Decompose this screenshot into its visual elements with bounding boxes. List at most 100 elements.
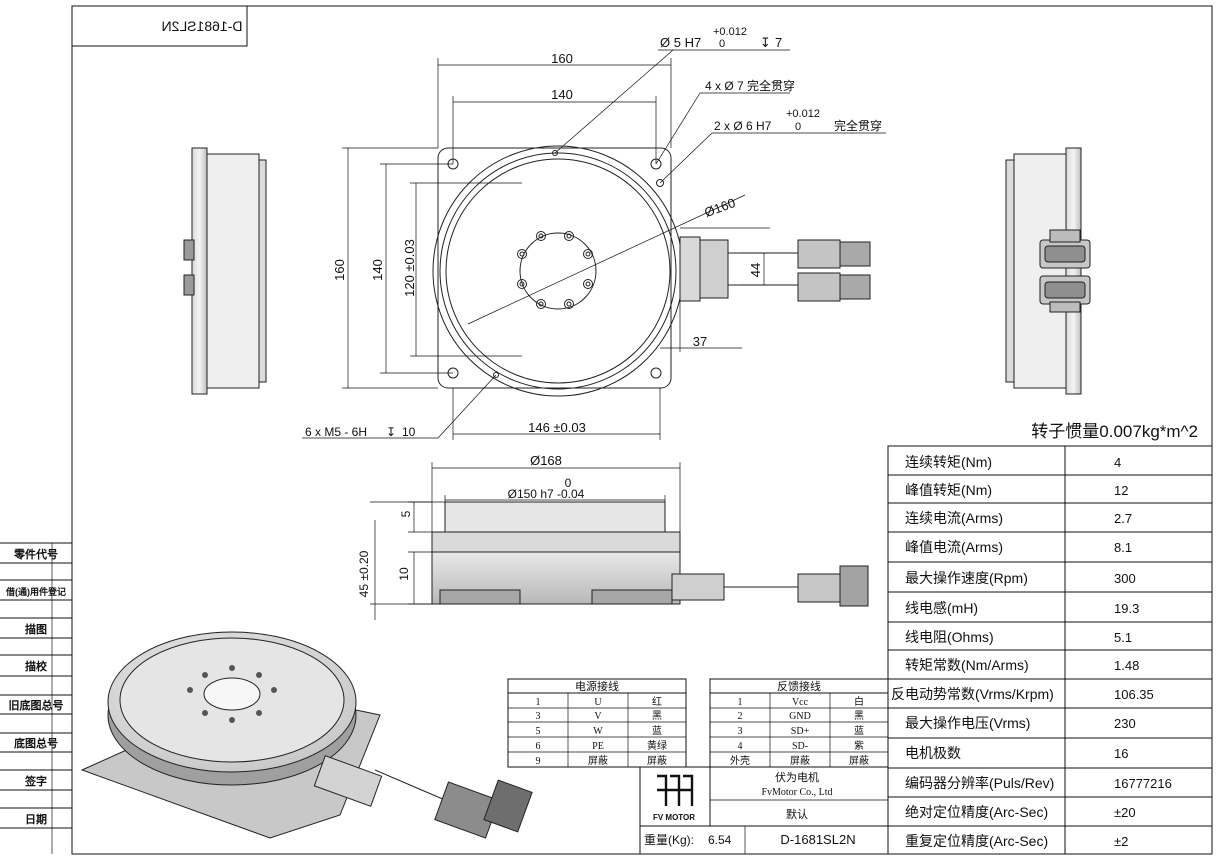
spec-label: 绝对定位精度(Arc-Sec)	[905, 804, 1048, 820]
dim-120: 120 ±0.03	[402, 239, 417, 297]
feedback-color: 紫	[854, 740, 864, 752]
spec-value: 230	[1114, 716, 1136, 731]
spec-table: 连续转矩(Nm) 4 峰值转矩(Nm) 12 连续电流(Arms) 2.7 峰值…	[887, 445, 1213, 855]
callout-dowel-tol-up: +0.012	[786, 108, 820, 120]
depth-symbol: ↧	[760, 35, 771, 50]
part-number: D-1681SL2N	[780, 832, 855, 847]
spec-value: 5.1	[1114, 630, 1132, 645]
fv-motor-logo	[657, 774, 694, 806]
spec-label: 重复定位精度(Arc-Sec)	[905, 833, 1048, 849]
power-signal: W	[593, 726, 603, 737]
tb-signature: 签字	[24, 774, 47, 788]
dim-140-left: 140	[370, 259, 385, 281]
spec-value: 16	[1114, 746, 1128, 761]
power-signal: U	[594, 697, 602, 708]
spec-label: 最大操作电压(Vrms)	[905, 715, 1030, 731]
weight-label: 重量(Kg):	[644, 833, 694, 847]
feedback-color: 白	[854, 695, 864, 708]
callout-pin-hole-tol-low: 0	[719, 38, 725, 50]
spec-value: ±20	[1114, 805, 1136, 820]
spec-label: 峰值转矩(Nm)	[905, 482, 992, 498]
spec-label: 线电感(mH)	[905, 600, 978, 616]
dia-160: Ø160	[702, 195, 737, 220]
callout-thread: 6 x M5 - 6H	[305, 425, 367, 439]
company-title-block: FV MOTOR 伏为电机 FvMotor Co., Ltd 默认 重量(Kg)…	[639, 766, 889, 855]
spec-label: 编码器分辨率(Puls/Rev)	[905, 775, 1054, 791]
tb-old-base-no: 旧底图总号	[9, 698, 64, 712]
thread-depth-symbol: ↧	[386, 425, 396, 439]
spec-label: 最大操作速度(Rpm)	[905, 570, 1028, 586]
power-table-title: 电源接线	[575, 679, 619, 693]
tb-base-no: 底图总号	[14, 736, 58, 750]
spec-label: 连续电流(Arms)	[905, 510, 1003, 526]
tb-part-code: 零件代号	[13, 547, 58, 561]
dim-146: 146 ±0.03	[528, 420, 586, 435]
power-signal: PE	[592, 741, 604, 752]
top-view-dimensions: 160 140 160 140 120 ±0.03 146 ±0.03 44 3…	[302, 26, 886, 440]
spec-label: 线电阻(Ohms)	[905, 629, 994, 645]
dim-140-top: 140	[551, 87, 573, 102]
callout-pin-hole: Ø 5 H7	[660, 35, 701, 50]
dim-37: 37	[693, 334, 707, 349]
weight-value: 6.54	[708, 833, 732, 847]
dia-150: Ø150 h7 -0.04	[508, 487, 585, 501]
feedback-color: 屏蔽	[849, 755, 869, 767]
feedback-signal: SD+	[791, 726, 810, 737]
spec-value: 16777216	[1114, 776, 1172, 791]
top-view	[432, 145, 871, 397]
spec-label: 电机极数	[905, 745, 961, 761]
logo-text: FV MOTOR	[653, 813, 695, 822]
dim-5: 5	[399, 510, 413, 517]
left-title-block: 零件代号 借(通)用件登记 描图 描校 旧底图总号 底图总号 签字 日期	[0, 542, 72, 854]
tb-trace-check: 描校	[25, 659, 48, 673]
default-label: 默认	[786, 808, 808, 821]
mirrored-number-box: D-1681SL2N	[71, 5, 248, 47]
spec-label: 转矩常数(Nm/Arms)	[905, 657, 1029, 673]
spec-value: ±2	[1114, 834, 1128, 849]
spec-value: 106.35	[1114, 687, 1154, 702]
callout-dowel-tol-low: 0	[795, 121, 801, 133]
dia-168: Ø168	[530, 453, 562, 468]
spec-value: 300	[1114, 571, 1136, 586]
feedback-pin: 外壳	[730, 754, 750, 767]
power-signal: V	[594, 711, 602, 722]
spec-value: 12	[1114, 483, 1128, 498]
dim-45: 45 ±0.20	[357, 550, 371, 597]
left-side-view	[183, 147, 267, 395]
dim-160-left: 160	[332, 259, 347, 281]
power-signal: 屏蔽	[588, 755, 608, 767]
feedback-pin: 3	[738, 726, 743, 737]
spec-value: 1.48	[1114, 658, 1139, 673]
power-color: 黑	[652, 710, 662, 722]
spec-label: 连续转矩(Nm)	[905, 454, 992, 470]
callout-thread-depth: 10	[402, 425, 416, 439]
power-pin: 9	[536, 756, 541, 767]
callout-dowel-holes: 2 x Ø 6 H7	[714, 119, 772, 133]
power-pin: 1	[536, 697, 541, 708]
callout-dowel-suffix: 完全贯穿	[834, 118, 882, 133]
tb-borrow-register: 借(通)用件登记	[5, 586, 66, 597]
spec-label: 反电动势常数(Vrms/Krpm)	[891, 686, 1054, 702]
feedback-signal: GND	[789, 711, 811, 722]
spec-value: 8.1	[1114, 540, 1132, 555]
feedback-pin: 2	[738, 711, 743, 722]
feedback-color: 蓝	[854, 725, 864, 737]
spec-value: 4	[1114, 455, 1121, 470]
spec-label: 峰值电流(Arms)	[905, 539, 1003, 555]
power-color: 蓝	[652, 725, 662, 737]
power-color: 红	[652, 695, 662, 708]
callout-through-holes: 4 x Ø 7 完全贯穿	[705, 78, 795, 93]
feedback-color: 黑	[854, 710, 864, 722]
power-pin: 3	[536, 711, 541, 722]
callout-pin-hole-tol-up: +0.012	[713, 26, 747, 38]
front-view-dimensions: Ø168 0 Ø150 h7 -0.04 5 10 45 ±0.20	[357, 453, 681, 620]
feedback-pin: 4	[738, 741, 743, 752]
feedback-wiring-table: 反馈接线 1 Vcc 白 2 GND 黑 3 SD+ 蓝 4 SD- 紫 外壳 …	[709, 678, 889, 768]
dim-10: 10	[397, 567, 411, 581]
power-pin: 5	[536, 726, 541, 737]
power-wiring-table: 电源接线 1 U 红 3 V 黑 5 W 蓝 6 PE 黄绿 9 屏蔽 屏蔽	[507, 678, 687, 768]
front-view	[431, 501, 869, 607]
feedback-signal: 屏蔽	[790, 755, 810, 767]
callout-pin-hole-depth: 7	[775, 35, 782, 50]
